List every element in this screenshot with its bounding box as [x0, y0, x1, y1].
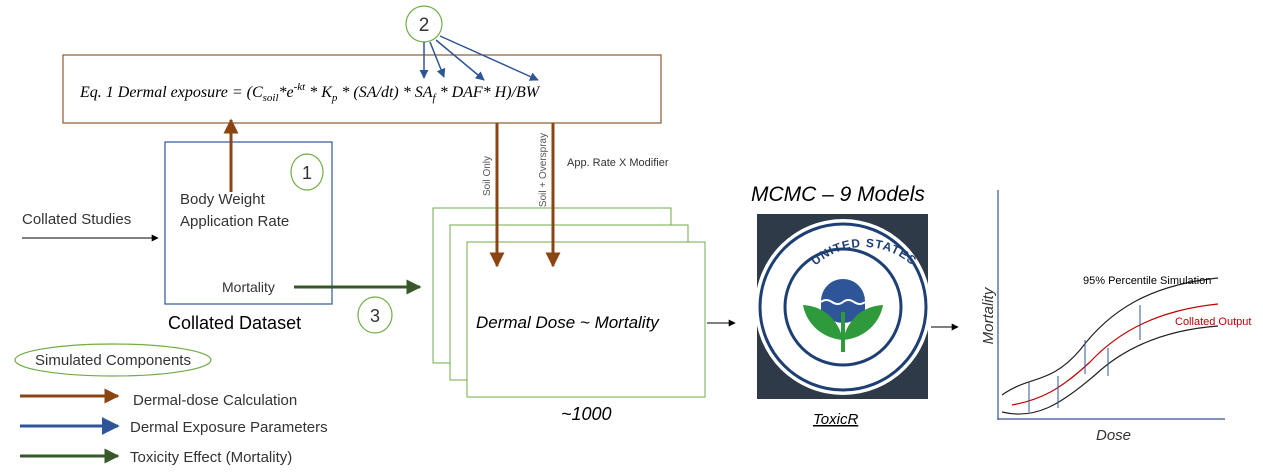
legend-title: Simulated Components — [35, 352, 191, 369]
plot-sim-label: 95% Percentile Simulation — [1083, 275, 1211, 287]
equation-box — [62, 54, 662, 124]
marker-3-circle — [357, 296, 393, 334]
exposure-parameter-arrows — [419, 35, 539, 81]
legend-item-exposure-params: Dermal Exposure Parameters — [130, 419, 328, 436]
label-soil-overspray: Soil + Overspray — [538, 133, 549, 207]
equation-text: Eq. 1 Dermal exposure = (Csoil*e-kt * Kp… — [79, 81, 541, 104]
dataset-mortality: Mortality — [222, 279, 275, 295]
marker-1-circle — [290, 153, 324, 191]
seal-inner-ring — [783, 247, 903, 367]
plot-xlabel: Dose — [1096, 427, 1131, 444]
blue-arrow-4 — [439, 35, 539, 81]
plot-lower-simulation-curve — [1001, 325, 1219, 415]
dataset-caption: Collated Dataset — [168, 313, 301, 333]
legend-item-toxicity: Toxicity Effect (Mortality) — [130, 449, 292, 466]
marker-1-label: 1 — [302, 163, 312, 183]
seal-outer-ring — [758, 222, 928, 392]
model-title: MCMC – 9 Models — [751, 183, 925, 206]
marker-2-label: 2 — [419, 15, 430, 36]
stack-box-front — [466, 241, 706, 398]
seal-leaf-left — [803, 305, 843, 340]
plot-output-label: Collated Output — [1175, 316, 1251, 328]
dataset-application-rate: Application Rate — [180, 213, 289, 230]
label-app-rate: App. Rate X Modifier — [567, 157, 669, 169]
plot-collated-output-curve — [1011, 303, 1219, 406]
blue-arrow-3 — [435, 39, 485, 81]
model-caption: ToxicR — [813, 411, 858, 428]
blue-arrow-2 — [429, 41, 446, 78]
legend-title-ellipse — [14, 343, 212, 377]
stack-label: Dermal Dose ~ Mortality — [476, 313, 660, 332]
epa-seal: UNITED STATES — [755, 219, 931, 395]
plot-error-bars — [1028, 305, 1141, 412]
marker-3-label: 3 — [370, 306, 380, 326]
stack-count: ~1000 — [561, 404, 612, 424]
plot-upper-simulation-curve — [1001, 277, 1219, 396]
label-soil-only: Soil Only — [482, 156, 493, 196]
legend-item-dermal-dose: Dermal-dose Calculation — [133, 392, 297, 409]
plot-ylabel: Mortality — [980, 286, 997, 344]
seal-leaf-right — [843, 305, 883, 340]
input-label: Collated Studies — [22, 211, 131, 228]
dataset-body-weight: Body Weight — [180, 191, 266, 208]
